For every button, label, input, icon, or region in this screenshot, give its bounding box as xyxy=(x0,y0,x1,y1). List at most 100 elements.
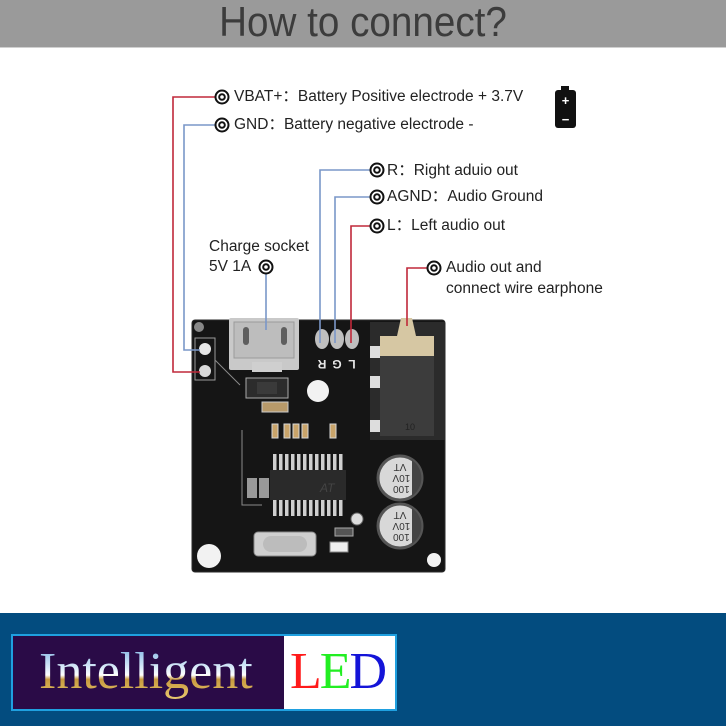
ic-pin xyxy=(333,500,337,516)
pin-name: VBAT+ xyxy=(234,88,283,105)
brand-logo: Intelligent LED xyxy=(11,634,397,711)
capacitor-2: 100 10V VT xyxy=(376,502,424,550)
header-banner: How to connect? xyxy=(0,0,726,48)
logo-word-led: LED xyxy=(290,641,388,703)
pin-label-l: L：Left audio out xyxy=(387,217,505,235)
pin-name: R xyxy=(387,162,399,179)
logo-letter-d: D xyxy=(349,643,388,700)
wire-gnd xyxy=(183,124,215,351)
battery-plus: + xyxy=(562,93,570,108)
pcb-board: R G L AT xyxy=(191,318,446,573)
ic-pin xyxy=(273,454,277,470)
logo-word-intelligent: Intelligent xyxy=(39,641,253,703)
pad-l xyxy=(345,329,359,349)
target-icon-charge xyxy=(258,259,274,275)
mounting-hole xyxy=(307,380,329,402)
svg-text:100 10V VT: 100 10V VT xyxy=(390,509,411,542)
silk-label-r: R xyxy=(317,357,326,371)
wire-audio xyxy=(406,267,430,326)
mounting-hole xyxy=(197,544,221,568)
ic-pin xyxy=(291,500,295,516)
separator: ： xyxy=(431,188,448,205)
pin-label-r: R：Right aduio out xyxy=(387,162,518,180)
ic-pin xyxy=(291,454,295,470)
pin-desc: Left audio out xyxy=(411,217,506,234)
mounting-hole xyxy=(427,553,441,567)
cap1-value: 100 xyxy=(393,483,410,494)
separator: ： xyxy=(268,116,284,133)
wire-l xyxy=(350,225,370,343)
page-title: How to connect? xyxy=(219,0,507,45)
ic-pin xyxy=(279,454,283,470)
chip-mark: AT xyxy=(319,481,336,495)
ic-pin xyxy=(303,454,307,470)
target-icon-l xyxy=(369,218,385,234)
logo-white-panel xyxy=(284,636,395,709)
pin-desc: Battery Positive electrode + 3.7V xyxy=(297,88,524,105)
ic-pin xyxy=(297,454,301,470)
pad-r xyxy=(315,329,329,349)
separator: ： xyxy=(398,162,414,179)
ic-pin xyxy=(285,454,289,470)
ic-pin xyxy=(327,454,331,470)
svg-text:100 10V VT: 100 10V VT xyxy=(390,461,411,494)
capacitor-1: 100 10V VT xyxy=(376,454,424,502)
ic-pin xyxy=(327,500,331,516)
cap2-series: VT xyxy=(394,509,407,520)
ic-pin xyxy=(333,454,337,470)
target-icon-agnd xyxy=(369,189,385,205)
charge-socket-line2: 5V 1A xyxy=(209,258,252,275)
audio-jack-line2: connect wire earphone xyxy=(446,280,603,297)
ic-pin xyxy=(279,500,283,516)
charge-socket-label: Charge socket 5V 1A xyxy=(209,238,309,276)
pin-desc: Audio Ground xyxy=(447,188,543,205)
pin-name: GND xyxy=(234,116,269,133)
wire-vbat xyxy=(172,96,215,373)
wire-agnd xyxy=(334,196,370,343)
target-icon-gnd xyxy=(214,117,230,133)
separator: ： xyxy=(395,217,412,234)
audio-jack-label: Audio out and connect wire earphone xyxy=(446,259,603,298)
silk-label-l: L xyxy=(348,357,355,371)
ic-pin xyxy=(285,500,289,516)
separator: ： xyxy=(282,88,298,105)
pin-label-vbat: VBAT+：Battery Positive electrode + 3.7V xyxy=(234,88,523,106)
usb-socket xyxy=(229,318,299,372)
ic-pin xyxy=(297,500,301,516)
jack-mark: 10 xyxy=(405,422,415,432)
ic-pin xyxy=(339,500,343,516)
pad-agnd xyxy=(330,329,344,349)
pin-desc: Right aduio out xyxy=(413,162,518,179)
ic-pin xyxy=(339,454,343,470)
battery-minus: − xyxy=(562,112,570,127)
ic-pin xyxy=(321,454,325,470)
battery-icon: + − xyxy=(555,86,576,128)
logo-letter-l: L xyxy=(290,643,322,700)
pin-label-agnd: AGND：Audio Ground xyxy=(387,188,543,206)
pad-vbat xyxy=(199,365,211,377)
audio-jack-line1: Audio out and xyxy=(446,259,542,276)
charge-socket-line1: Charge socket xyxy=(209,238,309,255)
pin-name: L xyxy=(387,217,396,234)
target-icon-audio xyxy=(426,260,442,276)
cap1-voltage: 10V xyxy=(392,472,410,483)
ic-pin xyxy=(315,500,319,516)
silk-label-g: G xyxy=(332,357,341,371)
ic-pin xyxy=(309,454,313,470)
crystal xyxy=(253,531,317,557)
pin-label-gnd: GND：Battery negative electrode - xyxy=(234,116,474,134)
cap2-voltage: 10V xyxy=(392,520,410,531)
cap2-value: 100 xyxy=(393,531,410,542)
pin-name: AGND xyxy=(387,188,432,205)
ic-pin xyxy=(309,500,313,516)
cap1-series: VT xyxy=(394,461,407,472)
logo-letter-e: E xyxy=(319,643,352,700)
ic-pin xyxy=(315,454,319,470)
wire-r xyxy=(319,169,370,343)
pad-gnd xyxy=(199,343,211,355)
target-icon-r xyxy=(369,162,385,178)
audio-jack: 10 xyxy=(370,318,445,440)
ic-pin xyxy=(303,500,307,516)
target-icon-vbat xyxy=(214,89,230,105)
